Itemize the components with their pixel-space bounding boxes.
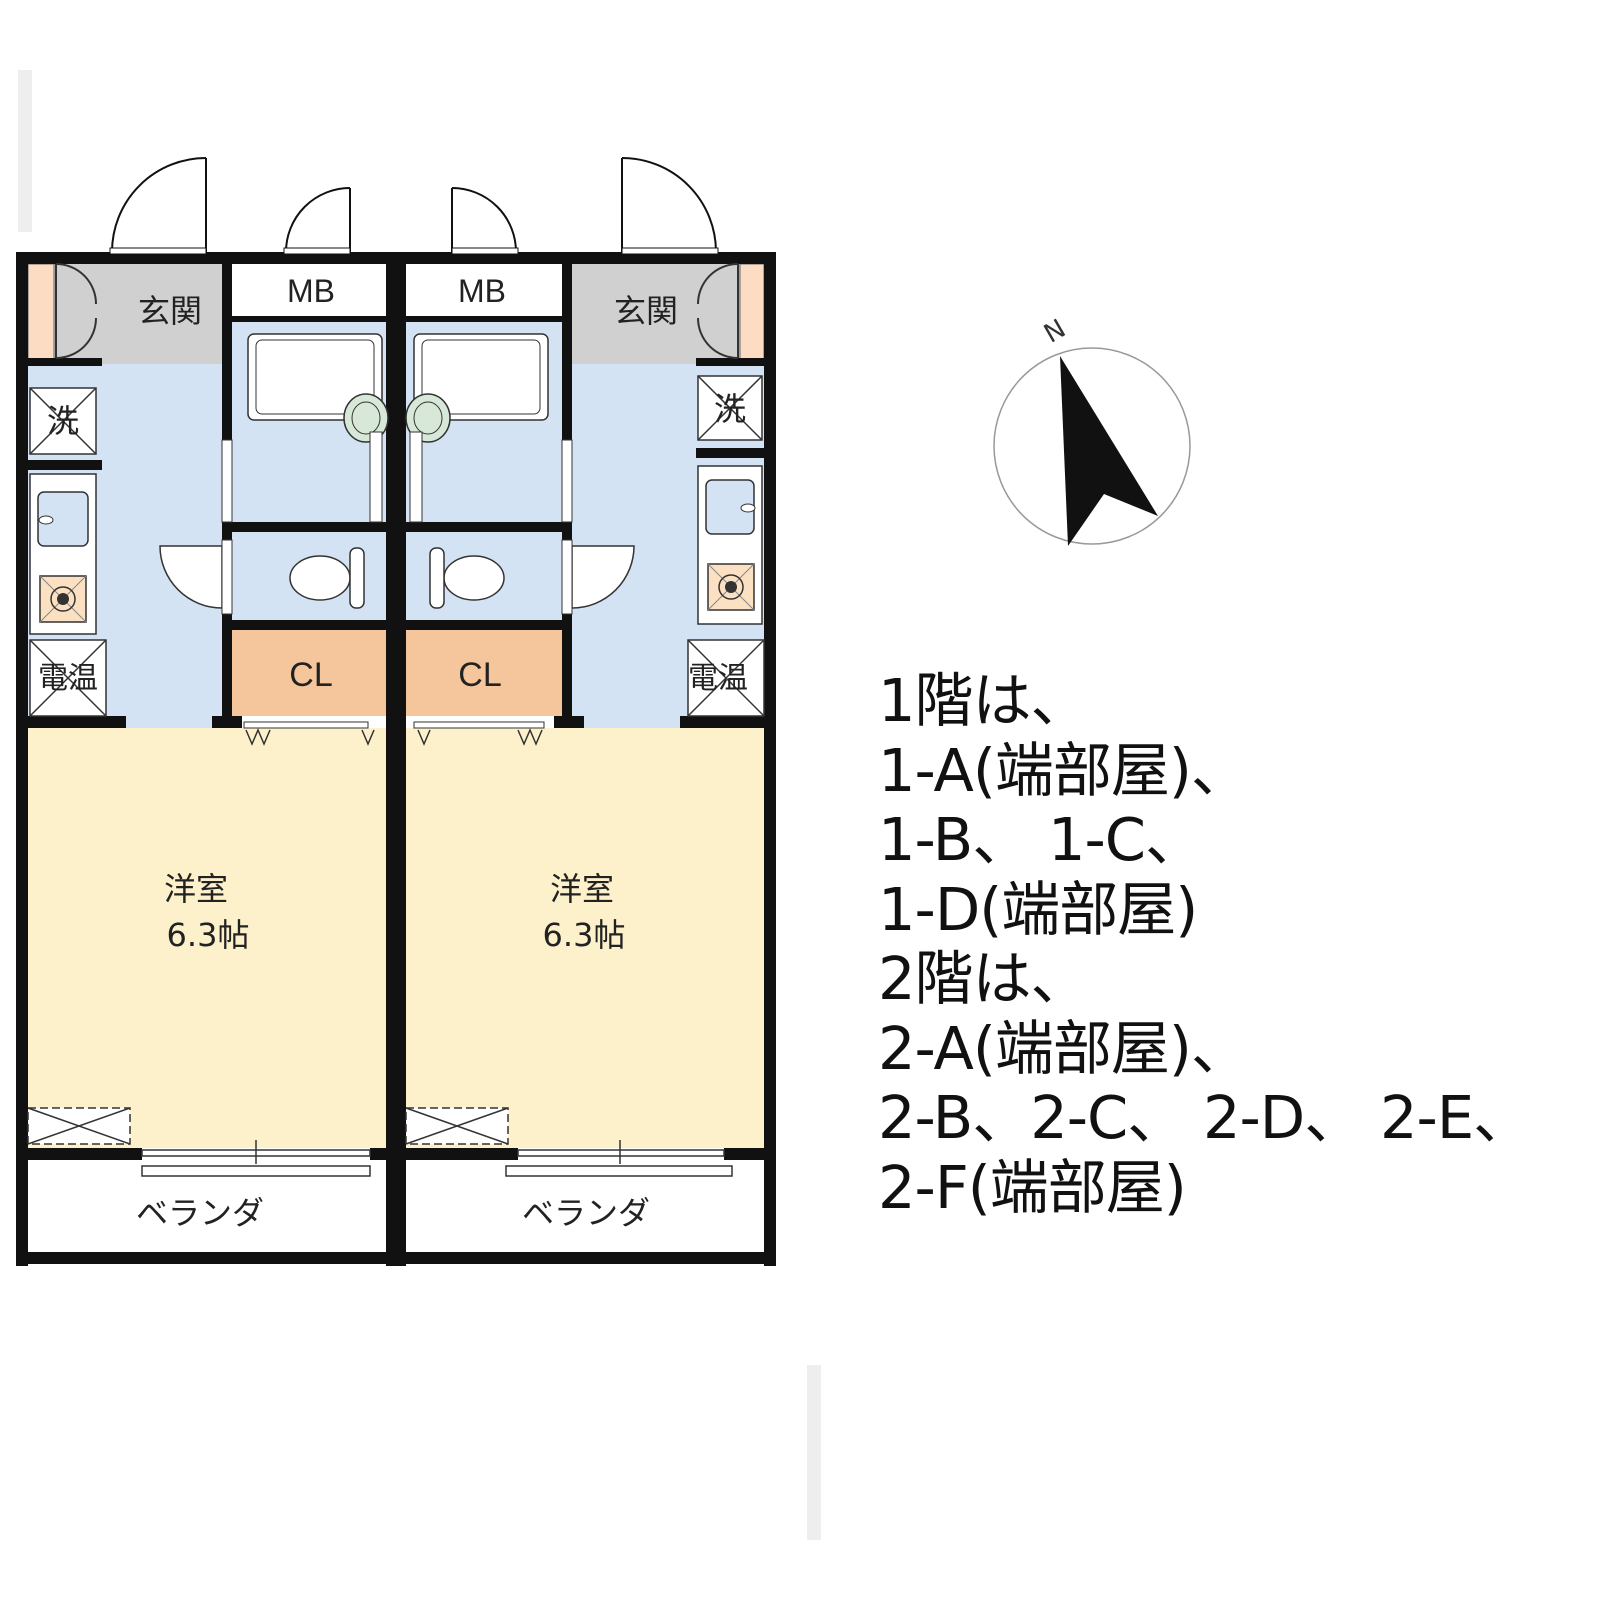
heater-label: 電温 (688, 661, 748, 696)
compass-icon: N (993, 314, 1191, 546)
window-icon (505, 1140, 733, 1177)
toilet-door-icon (159, 545, 223, 609)
washbasin-icon (405, 393, 451, 443)
water-heater-icon (687, 639, 765, 717)
western-room-floor (406, 728, 764, 1148)
meter-box-floor (406, 260, 562, 316)
washbasin-icon (343, 393, 389, 443)
toilet-door-icon (571, 545, 635, 609)
mb-door-icon (285, 187, 351, 253)
storage-space-icon (27, 1107, 131, 1145)
storage-space-icon (405, 1107, 509, 1145)
genkan-floor (572, 260, 760, 364)
bathtub-icon (247, 333, 383, 421)
genkan-label: 玄関 (138, 292, 202, 330)
toilet-icon (289, 547, 365, 609)
note-line: 2階は、 (878, 944, 1090, 1013)
note-line: 1-D(端部屋) (878, 874, 1198, 944)
room-name-label: 洋室 (164, 870, 228, 908)
closet-label: CL (458, 656, 501, 694)
toilet-icon (429, 547, 505, 609)
compass-north-label: N (1039, 314, 1071, 350)
note-line: 1-A(端部屋)、 (878, 735, 1250, 805)
shoe-shelf (739, 263, 765, 361)
wash-label: 洗 (714, 390, 746, 428)
unit-left: 玄関 MB 洗 電温 CL 洋室 6.3帖 ベランダ (16, 157, 400, 1266)
veranda-label: ベランダ (136, 1194, 264, 1232)
room-size-label: 6.3帖 (167, 916, 250, 954)
note-line: 2-B、2-C、 2-D、 2-E、 (878, 1083, 1532, 1152)
closet-door-icon (245, 728, 375, 746)
unit-list-note: 1階は、 1-A(端部屋)、 1-B、 1-C、 1-D(端部屋) 2階は、 2… (878, 666, 1532, 1222)
closet-door-icon (417, 728, 543, 746)
closet-floor (406, 630, 562, 716)
western-room-floor (26, 728, 390, 1148)
washer-space-icon (29, 387, 97, 455)
edge-mark (18, 70, 32, 232)
genkan-label: 玄関 (614, 292, 678, 330)
genkan-door-icon (55, 263, 97, 359)
closet-floor (232, 630, 390, 716)
water-heater-icon (29, 639, 107, 717)
shoe-shelf (27, 263, 55, 361)
washer-space-icon (697, 375, 763, 441)
edge-mark (807, 1365, 821, 1540)
mb-door-icon (451, 187, 517, 253)
bathtub-icon (413, 333, 549, 421)
closet-label: CL (289, 656, 332, 694)
north-arrow-icon (1060, 356, 1158, 546)
unit-right: MB 玄関 洗 電温 CL 洋室 6.3帖 ベランダ (394, 157, 776, 1266)
genkan-floor (26, 260, 222, 364)
entry-door-icon (621, 157, 717, 253)
kitchen-sink-icon (37, 491, 89, 547)
note-line: 2-A(端部屋)、 (878, 1013, 1250, 1083)
wash-label: 洗 (47, 402, 79, 440)
heater-label: 電温 (38, 661, 98, 696)
window-icon (141, 1140, 371, 1177)
note-line: 1-B、 1-C、 (878, 805, 1204, 874)
veranda-label: ベランダ (522, 1194, 650, 1232)
note-line: 2-F(端部屋) (878, 1152, 1187, 1222)
entry-door-icon (111, 157, 207, 253)
genkan-door-icon (697, 263, 739, 359)
mb-label: MB (287, 273, 335, 309)
meter-box-floor (232, 260, 390, 316)
room-size-label: 6.3帖 (543, 916, 626, 954)
room-name-label: 洋室 (550, 870, 614, 908)
mb-label: MB (458, 273, 506, 309)
note-line: 1階は、 (878, 666, 1090, 735)
